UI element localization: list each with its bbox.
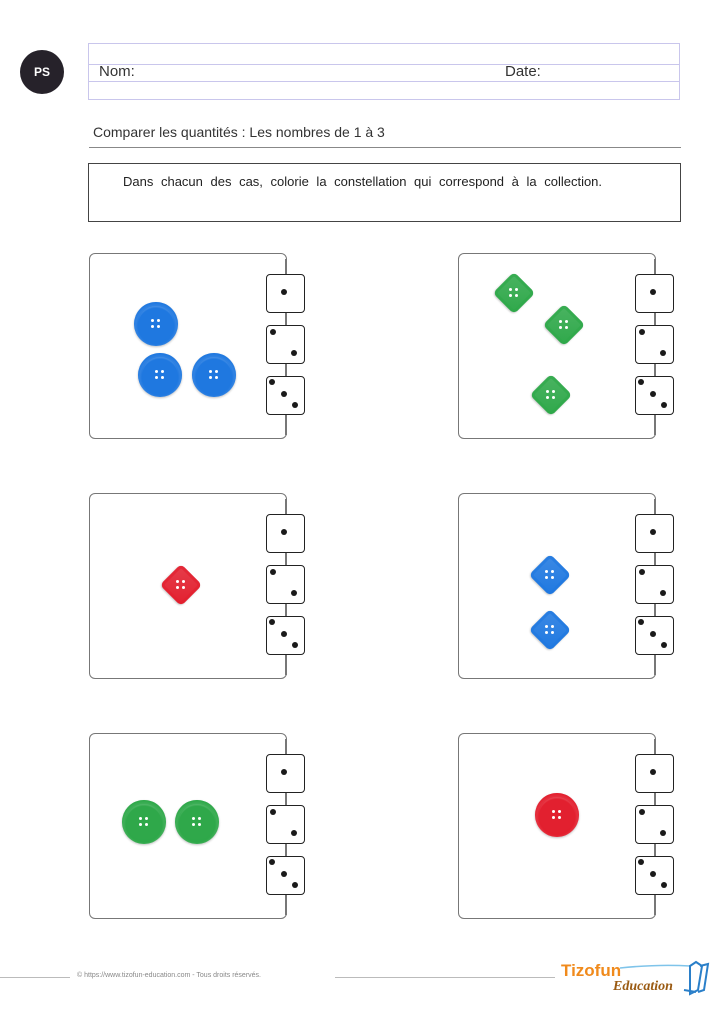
die-pip <box>280 870 287 877</box>
button-holes-icon <box>139 817 149 827</box>
worksheet-title: Comparer les quantités : Les nombres de … <box>93 124 385 140</box>
instruction-box <box>88 163 681 222</box>
die-pip <box>638 619 644 625</box>
die-option-2[interactable] <box>635 325 674 364</box>
die-pip <box>660 590 666 596</box>
die-option-3[interactable] <box>635 856 674 895</box>
header-guide-line <box>88 64 680 65</box>
die-pip <box>280 390 287 397</box>
round-button-item <box>122 800 166 844</box>
die-pip <box>639 329 645 335</box>
button-holes-icon <box>559 320 569 330</box>
die-option-2[interactable] <box>266 805 305 844</box>
die-option-3[interactable] <box>266 376 305 415</box>
die-pip <box>649 870 656 877</box>
die-option-2[interactable] <box>635 565 674 604</box>
die-option-3[interactable] <box>266 856 305 895</box>
name-date-box <box>88 43 680 100</box>
die-pip <box>280 288 287 295</box>
die-option-1[interactable] <box>266 754 305 793</box>
exercise-card <box>89 253 287 439</box>
die-pip <box>270 569 276 575</box>
die-pip <box>270 329 276 335</box>
die-pip <box>280 528 287 535</box>
die-pip <box>291 590 297 596</box>
logo-education: Education <box>613 979 673 994</box>
die-pip <box>649 390 656 397</box>
logo-tizofun: Tizofun <box>561 961 622 980</box>
die-pip <box>649 528 656 535</box>
name-field-label[interactable]: Nom: <box>99 63 135 80</box>
round-button-item <box>192 353 236 397</box>
die-pip <box>639 809 645 815</box>
die-pip <box>269 379 275 385</box>
die-pip <box>649 288 656 295</box>
copyright-text: © https://www.tizofun-education.com - To… <box>77 972 261 979</box>
die-option-1[interactable] <box>266 514 305 553</box>
die-pip <box>292 882 298 888</box>
title-divider <box>89 147 681 148</box>
die-pip <box>269 859 275 865</box>
die-option-1[interactable] <box>266 274 305 313</box>
footer-rule-left <box>0 977 70 978</box>
button-holes-icon <box>155 370 165 380</box>
die-pip <box>649 630 656 637</box>
instruction-text: Dans chacun des cas, colorie la constell… <box>123 174 603 189</box>
book-logo-icon <box>619 960 710 996</box>
footer-rule-right <box>335 977 555 978</box>
button-holes-icon <box>545 625 555 635</box>
die-option-3[interactable] <box>635 616 674 655</box>
die-pip <box>638 379 644 385</box>
date-field-label[interactable]: Date: <box>505 63 541 80</box>
die-pip <box>638 859 644 865</box>
button-holes-icon <box>546 390 556 400</box>
die-pip <box>269 619 275 625</box>
die-option-2[interactable] <box>266 325 305 364</box>
die-pip <box>660 350 666 356</box>
button-holes-icon <box>509 288 519 298</box>
die-option-1[interactable] <box>635 754 674 793</box>
die-pip <box>292 642 298 648</box>
round-button-item <box>535 793 579 837</box>
die-pip <box>639 569 645 575</box>
die-pip <box>649 768 656 775</box>
round-button-item <box>175 800 219 844</box>
button-holes-icon <box>209 370 219 380</box>
round-button-item <box>134 302 178 346</box>
level-badge: PS <box>20 50 64 94</box>
header-guide-line <box>88 81 680 82</box>
die-pip <box>661 642 667 648</box>
button-holes-icon <box>176 580 186 590</box>
die-pip <box>270 809 276 815</box>
button-holes-icon <box>151 319 161 329</box>
button-holes-icon <box>192 817 202 827</box>
die-option-2[interactable] <box>266 565 305 604</box>
die-pip <box>280 630 287 637</box>
die-pip <box>661 402 667 408</box>
button-holes-icon <box>545 570 555 580</box>
button-holes-icon <box>552 810 562 820</box>
die-option-3[interactable] <box>266 616 305 655</box>
die-pip <box>291 350 297 356</box>
exercise-card <box>458 253 656 439</box>
die-pip <box>291 830 297 836</box>
die-option-3[interactable] <box>635 376 674 415</box>
die-pip <box>280 768 287 775</box>
die-option-1[interactable] <box>635 274 674 313</box>
round-button-item <box>138 353 182 397</box>
die-option-1[interactable] <box>635 514 674 553</box>
die-pip <box>661 882 667 888</box>
die-pip <box>292 402 298 408</box>
die-pip <box>660 830 666 836</box>
die-option-2[interactable] <box>635 805 674 844</box>
